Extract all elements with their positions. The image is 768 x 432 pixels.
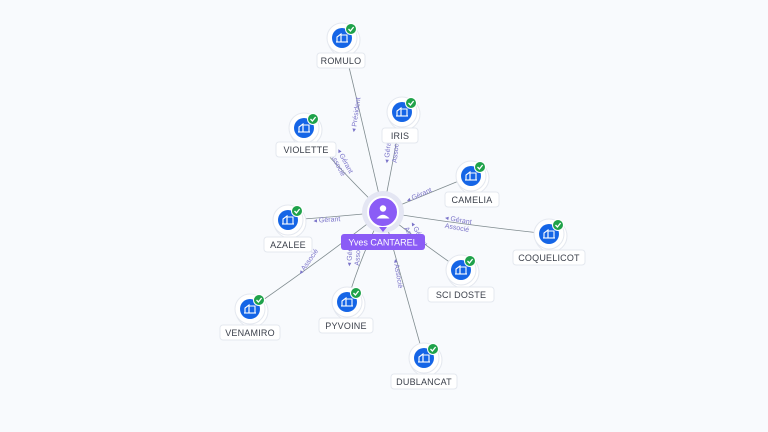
person-icon	[376, 205, 390, 219]
building-icon	[244, 303, 256, 314]
company-label-camelia: CAMELIA	[444, 191, 500, 208]
verified-check-icon	[350, 287, 362, 299]
center-person-node[interactable]: Yves CANTAREL	[341, 191, 425, 250]
verified-check-icon	[345, 23, 357, 35]
company-label-venamiro: VENAMIRO	[219, 324, 281, 341]
company-name: ROMULO	[321, 56, 362, 66]
edge-relation-label: ◂ GérantAssocié	[384, 136, 402, 164]
company-name: PYVOINE	[325, 321, 366, 331]
verified-check-icon	[474, 161, 486, 173]
company-name: DUBLANCAT	[396, 377, 452, 387]
company-name: CAMELIA	[452, 195, 493, 205]
edge-relation-label: ◂ GérantAssocié	[346, 239, 363, 267]
company-label-dublancat: DUBLANCAT	[390, 373, 458, 390]
company-nodes-layer: ROMULO IRIS VIOLETTE CAMELIA AZALEE COQUELICO…	[219, 22, 586, 390]
edge-relation-label: ◂ GérantAssocié	[443, 215, 472, 234]
building-icon	[455, 264, 467, 275]
company-label-coquelicot: COQUELICOT	[512, 249, 586, 266]
company-name: COQUELICOT	[518, 253, 580, 263]
edge-venamiro: ◂ Associé	[249, 211, 384, 310]
verified-check-icon	[405, 97, 417, 109]
building-icon	[341, 296, 353, 307]
company-label-violette: VIOLETTE	[275, 141, 337, 158]
building-icon	[418, 352, 430, 363]
edges-layer: ◂ Président ◂ GérantAssocié ◂ GérantAssoci…	[249, 37, 550, 359]
company-name: VIOLETTE	[283, 145, 328, 155]
edge-relation-label: ◂ Associé	[391, 259, 403, 289]
verified-check-icon	[291, 205, 303, 217]
company-name: AZALEE	[270, 240, 306, 250]
building-icon	[396, 106, 408, 117]
building-icon	[336, 32, 348, 43]
company-name: IRIS	[391, 131, 409, 141]
company-node-sci-doste[interactable]: SCI DOSTE	[427, 254, 495, 303]
building-icon	[465, 170, 477, 181]
edge-relation-label: ◂ Gérant	[313, 216, 340, 225]
company-node-dublancat[interactable]: DUBLANCAT	[390, 342, 458, 390]
company-node-venamiro[interactable]: VENAMIRO	[219, 293, 281, 341]
building-icon	[282, 214, 294, 225]
company-name: VENAMIRO	[225, 328, 275, 338]
company-name: SCI DOSTE	[436, 290, 486, 300]
edge-relation-label: ◂ Président	[351, 97, 363, 133]
edge-relation-label: ◂ Gérant	[406, 187, 433, 204]
company-label-iris: IRIS	[381, 127, 419, 144]
company-label-romulo: ROMULO	[316, 52, 366, 69]
company-label-azalee: AZALEE	[263, 236, 313, 253]
building-icon	[543, 228, 555, 239]
verified-check-icon	[253, 294, 265, 306]
company-label-sci-doste: SCI DOSTE	[427, 286, 495, 303]
verified-check-icon	[307, 113, 319, 125]
company-node-camelia[interactable]: CAMELIA	[444, 160, 500, 208]
company-node-iris[interactable]: IRIS	[381, 96, 421, 144]
company-node-romulo[interactable]: ROMULO	[316, 22, 366, 69]
company-node-pyvoine[interactable]: PYVOINE	[318, 286, 374, 334]
center-person-label-box	[341, 234, 425, 250]
verified-check-icon	[427, 343, 439, 355]
center-person-name: Yves CANTAREL	[348, 238, 417, 248]
building-icon	[298, 122, 310, 133]
verified-check-icon	[552, 219, 564, 231]
company-node-azalee[interactable]: AZALEE	[263, 204, 313, 253]
company-label-pyvoine: PYVOINE	[318, 317, 374, 334]
verified-check-icon	[464, 255, 476, 267]
company-node-violette[interactable]: VIOLETTE	[275, 112, 337, 158]
company-node-coquelicot[interactable]: COQUELICOT	[512, 218, 586, 266]
